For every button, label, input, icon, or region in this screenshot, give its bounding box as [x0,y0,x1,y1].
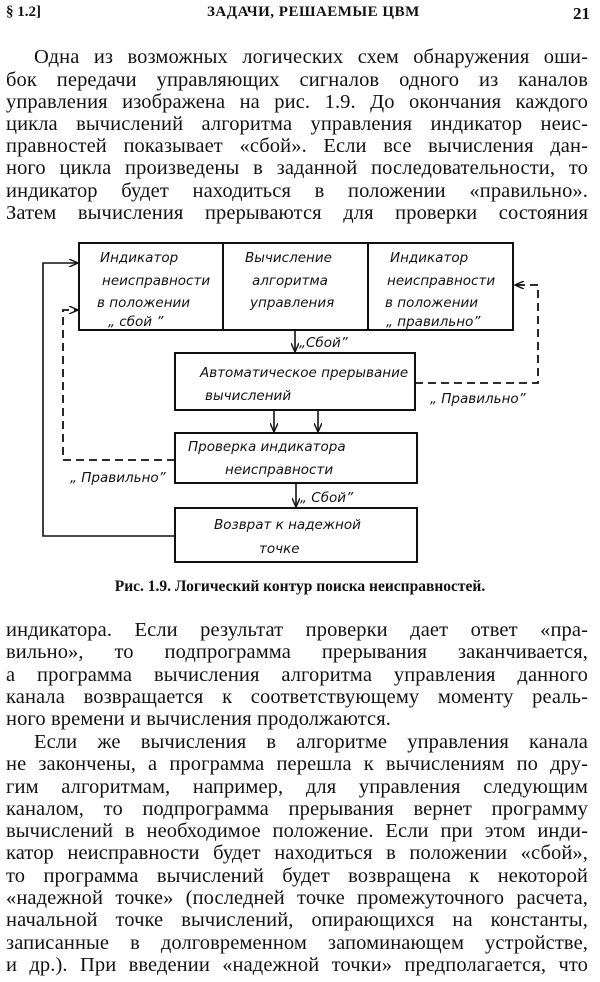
box-label: алгоритма [252,273,328,289]
text-line: а программа вычисления алгоритма управле… [6,664,588,686]
text-line: управления изображена на рис. 1.9. До ок… [6,91,588,113]
page-number: 21 [573,4,590,23]
text-line: не закончены, а программа перешла к вычи… [6,753,588,775]
text-line: и др.). При введении «надежной точки» пр… [6,954,588,976]
box-label: неисправности [225,462,333,478]
fail-label-2: „ Сбой” [300,490,354,506]
box-label: Проверка индикатора [188,439,346,455]
text-line: «надежной точке» (последней точке промеж… [6,887,588,909]
box-label: Автоматическое прерывание [199,365,408,381]
box-label: „ правильно” [386,314,481,330]
text-line: катор неисправности будет находиться в п… [6,842,588,864]
box-label: „ сбой ” [108,314,164,330]
top-box-row [78,242,514,331]
text-line: гим алгоритмам, например, для управления… [6,776,588,798]
box-interrupt [174,352,416,411]
text-line: ного времени и вычисления продолжаются. [6,708,392,730]
text-line: вычислений в необходимое положение. Если… [6,820,588,842]
box-label: в положении [97,295,190,311]
box-label: Индикатор [100,250,178,266]
chapter-title: ЗАДАЧИ, РЕШАЕМЫЕ ЦВМ [207,4,420,20]
fail-label: „Сбой” [299,335,349,351]
text-line: канала возвращается к соответствующему м… [6,686,588,708]
text-line: начальной точке вычислений, опирающихся … [6,909,588,931]
text-line: каналом, то подпрограмма прерывания верн… [6,798,588,820]
return-arrow [42,263,175,537]
text-line: индикатора. Если результат проверки дает… [6,619,588,641]
section-number: § 1.2] [6,4,41,20]
box-label: точке [259,541,300,557]
text-line: бок передачи управляющих сигналов одного… [6,69,588,91]
box-return [174,507,418,563]
text-line: правностей показывает «сбой». Если все в… [6,135,588,157]
ok-dashed-arrow-right [415,285,539,384]
text-line: цикла вычислений алгоритма управления ин… [6,113,588,135]
text-line: Затем вычисления прерываются для проверк… [6,202,588,224]
ok-label-left: „ Правильно” [70,470,167,486]
text-line: ного цикла произведены в заданной послед… [6,157,588,179]
text-line: Одна из возможных логических схем обнару… [34,46,588,68]
text-line: Если же вычисления в алгоритме управлени… [34,731,588,753]
text-line: то программа вычислений будет возвращена… [6,865,588,887]
box-label: Вычисление [245,250,332,266]
box-label: неисправности [102,273,210,289]
box-label: управления [249,295,334,311]
box-label: Индикатор [390,250,468,266]
box-label: Возврат к надежной [214,517,361,533]
ok-label-right: „ Правильно” [430,391,527,407]
text-line: записанные в долговременном запоминающем… [6,932,588,954]
text-line: вильно», то подпрограмма прерывания зака… [6,641,588,663]
ok-dashed-arrow-left [62,310,175,461]
fault-search-diagram: Индикатор неисправности в положении „ сб… [42,242,539,563]
box-label: неисправности [387,273,495,289]
text-line: индикатор будет находиться в положении «… [6,180,588,202]
box-label: в положении [385,295,478,311]
figure-caption: Рис. 1.9. Логический контур поиска неисп… [114,578,486,595]
box-label: вычислений [205,388,291,404]
